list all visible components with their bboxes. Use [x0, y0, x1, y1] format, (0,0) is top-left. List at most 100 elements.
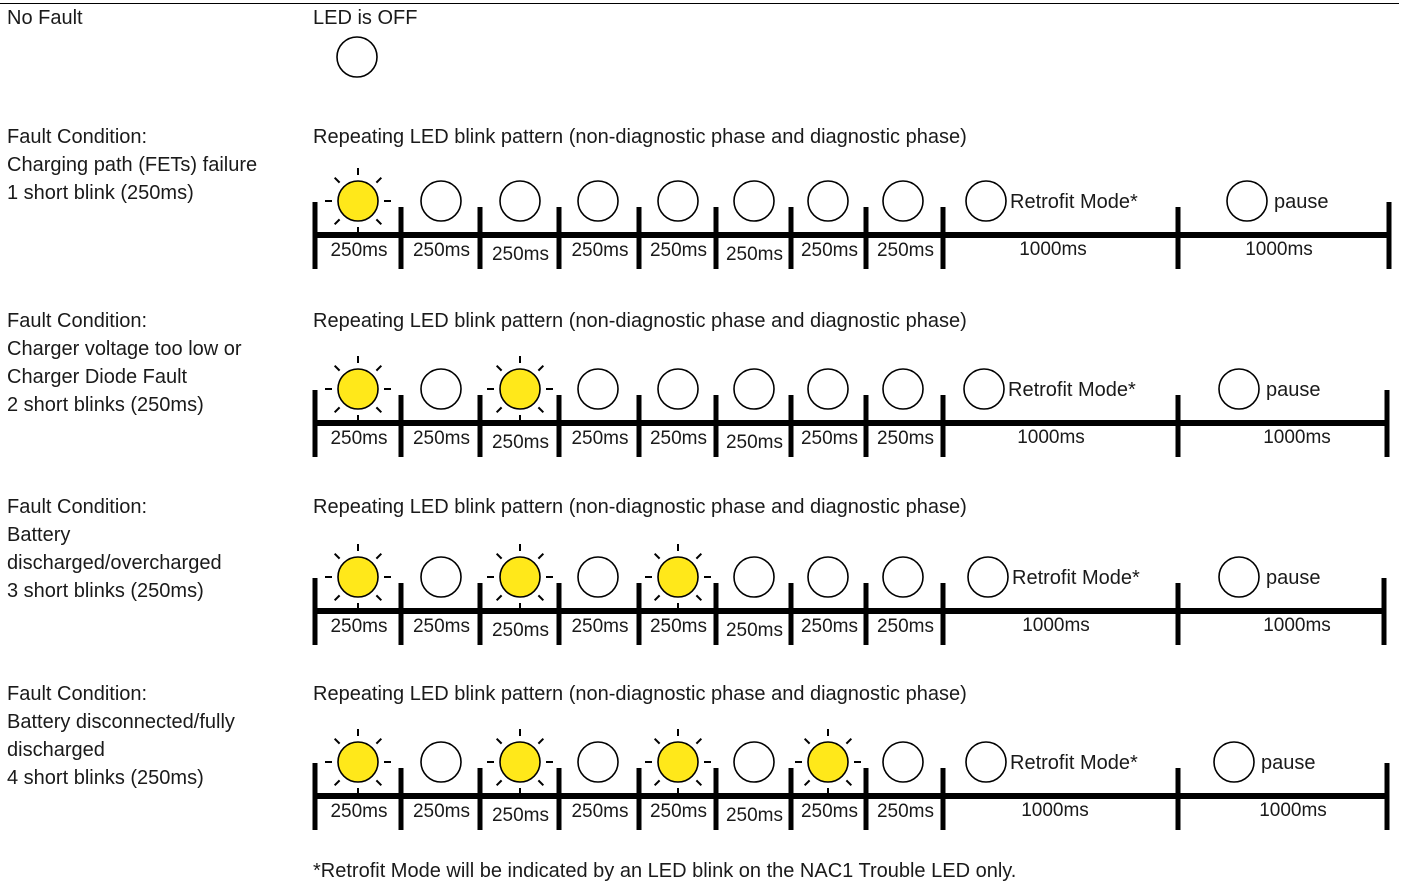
led-off-icon [420, 180, 462, 222]
fault-1-caption: Repeating LED blink pattern (non-diagnos… [313, 126, 967, 148]
led-ray [653, 552, 661, 560]
led-ray [695, 737, 703, 745]
fault-1-description: Fault Condition: Charging path (FETs) fa… [7, 123, 257, 207]
slot-duration-label: 250ms [492, 432, 549, 453]
fault-4-line: Battery disconnected/fully [7, 711, 235, 733]
slot-duration-label: 250ms [726, 805, 783, 826]
retrofit-mode-label: Retrofit Mode* [1010, 752, 1138, 774]
slot-duration-label: 250ms [726, 244, 783, 265]
slot-duration-label: 250ms [877, 801, 934, 822]
slot-duration-label: 250ms [726, 432, 783, 453]
fault-4-led-3 [487, 729, 553, 795]
led-ray [495, 594, 503, 602]
fault-4-line: Fault Condition: [7, 683, 148, 705]
led-off-icon [882, 368, 924, 410]
slot-duration-label: 250ms [650, 240, 707, 261]
led-off-icon [657, 180, 699, 222]
slot-duration-label: 250ms [330, 801, 387, 822]
pause-led [1213, 741, 1255, 783]
led-off-icon [807, 180, 849, 222]
fault-2-led-5 [657, 368, 699, 410]
fault-4-led-8 [882, 741, 924, 783]
fault-4-line: discharged [7, 739, 105, 761]
retrofit-mode-label: Retrofit Mode* [1008, 379, 1136, 401]
fault-1-led-1 [325, 168, 391, 234]
led-ray [333, 737, 341, 745]
led-off-icon [807, 556, 849, 598]
fault-2-line: Charger Diode Fault [7, 366, 188, 388]
retrofit-mode-label: Retrofit Mode* [1012, 567, 1140, 589]
slot-duration-label: 250ms [330, 616, 387, 637]
led-on-icon [337, 741, 379, 783]
fault-3-led-1 [325, 544, 391, 610]
led-on-icon [499, 741, 541, 783]
led-on-icon [337, 180, 379, 222]
led-off-icon [577, 368, 619, 410]
led-ray [495, 552, 503, 560]
led-ray [495, 406, 503, 414]
slot-duration-label: 250ms [413, 428, 470, 449]
slot-duration-label: 250ms [330, 428, 387, 449]
led-ray [333, 176, 341, 184]
fault-4-description: Fault Condition: Battery disconnected/fu… [7, 680, 235, 792]
slot-duration-label: 250ms [571, 428, 628, 449]
fault-4-caption: Repeating LED blink pattern (non-diagnos… [313, 683, 967, 705]
slot-duration-label: 250ms [571, 616, 628, 637]
led-off-icon [882, 556, 924, 598]
led-on-icon [337, 368, 379, 410]
fault-2-led-6 [733, 368, 775, 410]
fault-4-led-2 [420, 741, 462, 783]
led-on-icon [657, 741, 699, 783]
fault-4-led-5 [645, 729, 711, 795]
fault-3-led-4 [577, 556, 619, 598]
led-ray [653, 594, 661, 602]
fault-3-line: discharged/overcharged [7, 552, 222, 574]
led-ray [537, 364, 545, 372]
slot-duration-label: 250ms [413, 616, 470, 637]
slot-duration-label: 250ms [801, 801, 858, 822]
slot-duration-label: 250ms [877, 428, 934, 449]
footnote: *Retrofit Mode will be indicated by an L… [313, 860, 1017, 882]
slot-duration-label: 250ms [571, 801, 628, 822]
led-off-icon [1213, 741, 1255, 783]
fault-3-caption: Repeating LED blink pattern (non-diagnos… [313, 496, 967, 518]
fault-3-led-3 [487, 544, 553, 610]
slot-duration-label: 250ms [413, 801, 470, 822]
fault-3-led-2 [420, 556, 462, 598]
led-on-icon [499, 368, 541, 410]
slot-duration-label: 250ms [492, 620, 549, 641]
pause-duration-label: 1000ms [1259, 800, 1327, 821]
led-ray [375, 594, 383, 602]
led-ray [537, 406, 545, 414]
led-off-icon [882, 741, 924, 783]
fault-3-led-6 [733, 556, 775, 598]
fault-1-led-5 [657, 180, 699, 222]
led-off-icon [1218, 368, 1260, 410]
led-off-icon [807, 368, 849, 410]
led-off-icon [577, 741, 619, 783]
led-ray [375, 406, 383, 414]
led-ray [333, 594, 341, 602]
led-off-icon [657, 368, 699, 410]
fault-4-led-4 [577, 741, 619, 783]
led-off-icon [965, 741, 1007, 783]
pause-led [1226, 180, 1268, 222]
slot-duration-label: 250ms [492, 244, 549, 265]
retrofit-led [963, 368, 1005, 410]
retrofit-duration-label: 1000ms [1021, 800, 1089, 821]
led-ray [333, 552, 341, 560]
fault-2-line: Fault Condition: [7, 310, 148, 332]
slot-duration-label: 250ms [726, 620, 783, 641]
retrofit-led [965, 180, 1007, 222]
led-off-icon [577, 556, 619, 598]
fault-2-led-1 [325, 356, 391, 422]
led-off-icon [336, 36, 378, 78]
led-off-icon [967, 556, 1009, 598]
pause-duration-label: 1000ms [1263, 427, 1331, 448]
fault-2-led-3 [487, 356, 553, 422]
led-ray [845, 737, 853, 745]
led-off-icon [882, 180, 924, 222]
